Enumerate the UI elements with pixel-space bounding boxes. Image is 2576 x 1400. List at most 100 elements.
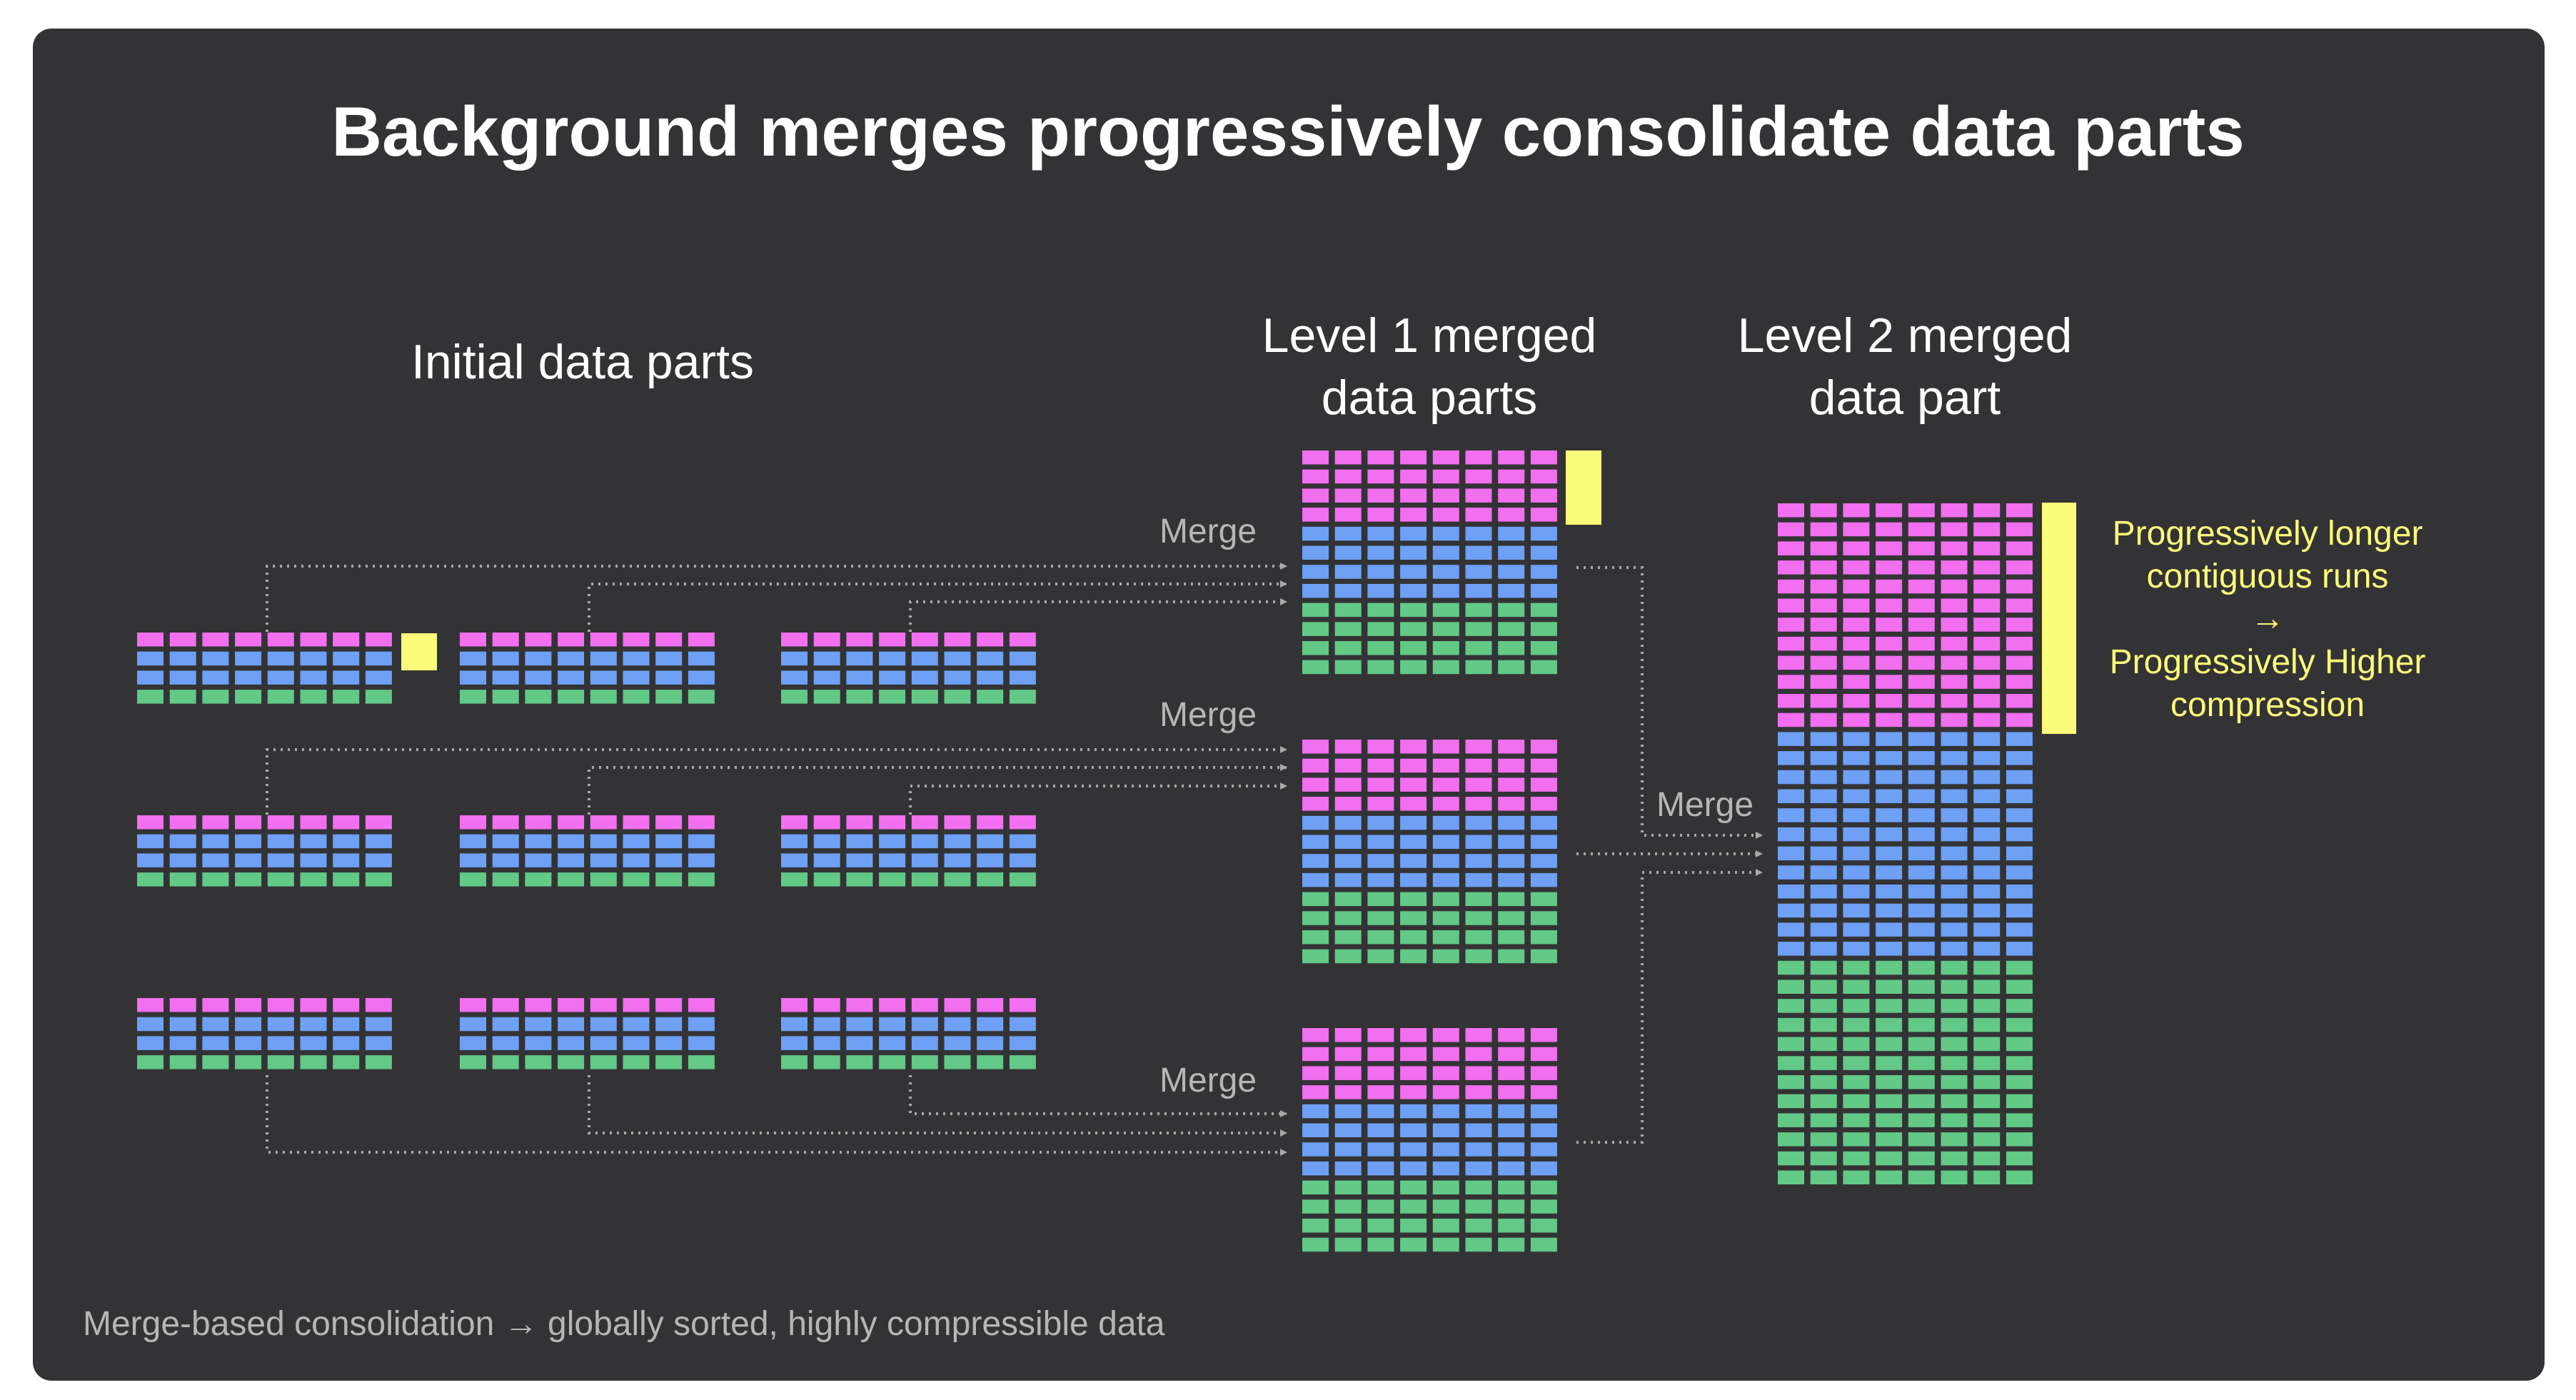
- grid-cell: [1302, 797, 1329, 811]
- grid-cell: [1465, 469, 1492, 484]
- grid-cell: [2006, 560, 2033, 575]
- grid-cell: [1432, 603, 1459, 618]
- grid-cell: [2006, 865, 2033, 880]
- grid-cell: [1465, 777, 1492, 792]
- yellow-marker-level2: [2042, 503, 2076, 734]
- grid-cell: [1334, 949, 1362, 964]
- grid-cell: [1530, 583, 1557, 598]
- grid-cell: [1941, 560, 1968, 575]
- grid-cell: [1009, 1055, 1036, 1069]
- grid-cell: [1973, 846, 2001, 861]
- grid-cell: [1302, 641, 1329, 655]
- grid-cell: [1973, 503, 2001, 518]
- grid-cell: [1302, 508, 1329, 522]
- grid-cell: [1498, 797, 1525, 811]
- grid-cell: [1810, 922, 1837, 937]
- grid-cell: [1400, 603, 1427, 618]
- grid-cell: [1465, 911, 1492, 925]
- grid-cell: [879, 651, 906, 666]
- grid-cell: [1778, 922, 1804, 937]
- grid-cell: [1465, 872, 1492, 887]
- grid-cell: [1334, 545, 1362, 560]
- grid-cell: [558, 815, 585, 830]
- grid-cell: [1432, 1028, 1459, 1042]
- grid-cell: [1810, 598, 1837, 613]
- grid-cell: [879, 815, 906, 830]
- grid-cell: [944, 1055, 971, 1069]
- grid-cell: [492, 651, 519, 666]
- grid-cell: [1778, 827, 1804, 842]
- grid-cell: [1334, 450, 1362, 465]
- grid-cell: [1367, 622, 1394, 636]
- grid-cell: [813, 853, 840, 867]
- grid-cell: [1400, 1219, 1427, 1233]
- grid-cell: [1530, 660, 1557, 675]
- grid-cell: [267, 633, 294, 647]
- grid-cell: [655, 815, 683, 830]
- grid-cell: [1400, 1180, 1427, 1195]
- grid-cell: [169, 853, 196, 867]
- grid-cell: [2006, 1170, 2033, 1184]
- grid-cell: [846, 633, 873, 647]
- grid-cell: [977, 872, 1004, 887]
- grid-cell: [1941, 1113, 1968, 1127]
- grid-cell: [1843, 503, 1870, 518]
- grid-cell: [1778, 885, 1804, 899]
- grid-cell: [1941, 618, 1968, 632]
- grid-cell: [1334, 872, 1362, 887]
- grid-cell: [1778, 1113, 1804, 1127]
- connector-r2-p2: [588, 764, 1287, 815]
- grid-cell: [1498, 488, 1525, 503]
- grid-cell: [1908, 865, 1935, 880]
- grid-cell: [1973, 999, 2001, 1013]
- grid-cell: [1876, 999, 1903, 1013]
- grid-cell: [1432, 777, 1459, 792]
- grid-cell: [1778, 903, 1804, 918]
- grid-cell: [2006, 598, 2033, 613]
- grid-cell: [2006, 522, 2033, 537]
- grid-cell: [1778, 980, 1804, 994]
- grid-cell: [1876, 694, 1903, 708]
- grid-cell: [1400, 777, 1427, 792]
- grid-cell: [460, 1036, 486, 1050]
- grid-cell: [813, 670, 840, 685]
- grid-cell: [1973, 1094, 2001, 1109]
- grid-cell: [879, 633, 906, 647]
- grid-cell: [1367, 641, 1394, 655]
- grid-cell: [1302, 1199, 1329, 1214]
- grid-cell: [267, 1017, 294, 1032]
- grid-cell: [1941, 999, 1968, 1013]
- grid-cell: [1498, 603, 1525, 618]
- grid-cell: [525, 1055, 552, 1069]
- grid-cell: [235, 853, 262, 867]
- grid-cell: [1367, 1066, 1394, 1080]
- grid-cell: [1334, 622, 1362, 636]
- grid-cell: [1302, 777, 1329, 792]
- grid-cell: [1530, 758, 1557, 773]
- initial-part-1-1: [137, 633, 392, 704]
- grid-cell: [1810, 522, 1837, 537]
- grid-cell: [1432, 872, 1459, 887]
- grid-cell: [1432, 1047, 1459, 1062]
- grid-cell: [1367, 508, 1394, 522]
- grid-cell: [137, 1036, 163, 1050]
- grid-cell: [525, 1036, 552, 1050]
- grid-cell: [1400, 1104, 1427, 1119]
- grid-cell: [1334, 641, 1362, 655]
- grid-cell: [1498, 892, 1525, 907]
- grid-cell: [1498, 872, 1525, 887]
- grid-cell: [1432, 797, 1459, 811]
- grid-cell: [2006, 1094, 2033, 1109]
- grid-cell: [1009, 633, 1036, 647]
- grid-cell: [1908, 541, 1935, 555]
- grid-cell: [1876, 1132, 1903, 1147]
- grid-cell: [1876, 675, 1903, 689]
- grid-cell: [1876, 885, 1903, 899]
- grid-cell: [1843, 1113, 1870, 1127]
- grid-cell: [1973, 865, 2001, 880]
- grid-cell: [1810, 808, 1837, 822]
- grid-cell: [2006, 1017, 2033, 1032]
- grid-cell: [1843, 675, 1870, 689]
- grid-cell: [1973, 579, 2001, 594]
- grid-cell: [1302, 930, 1329, 945]
